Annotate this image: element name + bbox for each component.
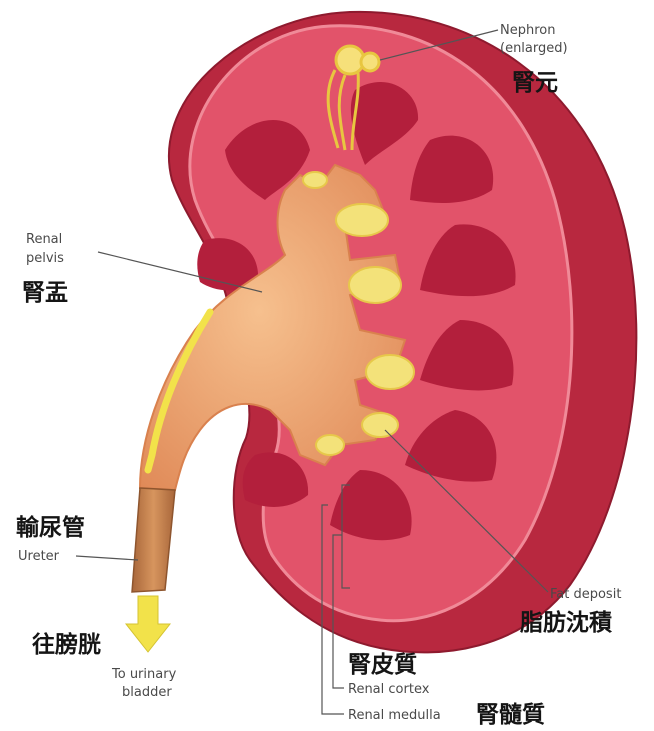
- ureter-tube: [132, 488, 175, 592]
- cortex-label-zh: 腎皮質: [348, 652, 417, 678]
- medulla-label-zh: 腎髓質: [476, 702, 545, 728]
- bladder-label-zh: 往膀胱: [32, 631, 101, 658]
- pelvis-label-en-2: pelvis: [26, 251, 64, 266]
- ureter-label-en: Ureter: [18, 549, 60, 564]
- pelvis-label-zh: 腎盂: [22, 280, 68, 306]
- bladder-label-en-2: bladder: [122, 685, 172, 700]
- fat-label-en: Fat deposit: [550, 587, 621, 602]
- nephron-label-en-2: (enlarged): [500, 41, 568, 56]
- fat-label-zh: 脂肪沈積: [520, 609, 613, 636]
- nephron-label-zh: 腎元: [512, 70, 558, 96]
- medulla-label-en: Renal medulla: [348, 708, 441, 723]
- bladder-label-en-1: To urinary: [111, 667, 177, 682]
- pelvis-label-en-1: Renal: [26, 232, 62, 247]
- nephron-label-en-1: Nephron: [500, 23, 555, 38]
- flow-arrow: [126, 596, 170, 652]
- cortex-label-en: Renal cortex: [348, 682, 430, 697]
- ureter-label-zh: 輸尿管: [16, 514, 85, 541]
- ureter-leader: [76, 556, 138, 560]
